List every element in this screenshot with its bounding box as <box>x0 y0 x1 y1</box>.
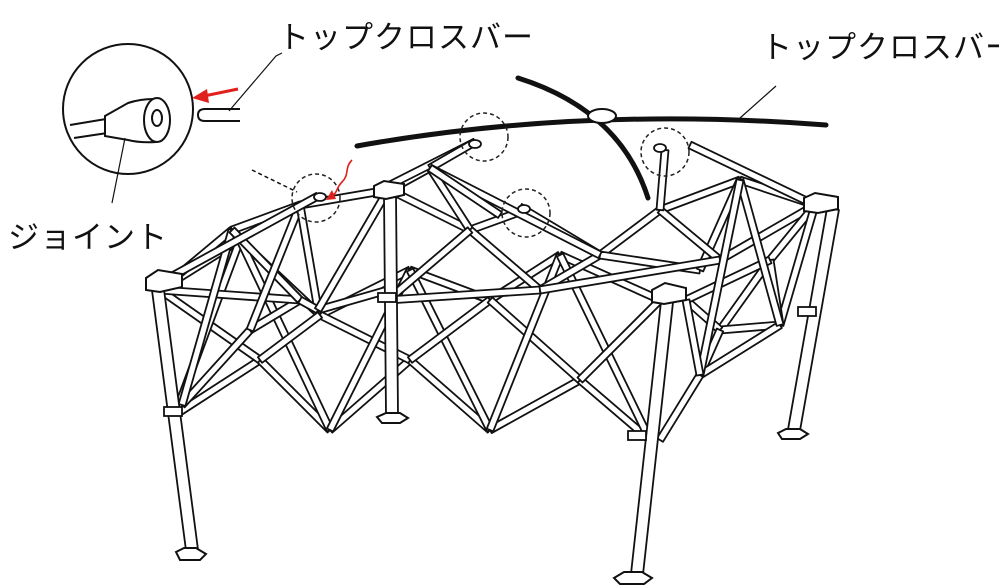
leg-sleeve <box>163 406 183 417</box>
scissor-beam <box>466 226 544 294</box>
joint-circle-1 <box>291 173 341 223</box>
leg <box>787 207 840 432</box>
corner-bracket-back-right <box>803 191 839 215</box>
scissor-beam <box>427 164 503 219</box>
scissor-beam <box>695 178 745 377</box>
detail-inset <box>62 43 298 193</box>
corner-brackets <box>145 179 839 306</box>
scissor-beam <box>681 298 705 377</box>
leg-sleeve <box>627 430 647 441</box>
foot-front-left <box>174 547 208 561</box>
foot-back-right <box>776 428 810 440</box>
corner-bracket-back-left <box>373 179 405 201</box>
leader-top-crossbar-main <box>739 85 777 119</box>
joint-circle-2 <box>459 112 509 162</box>
scissor-beam <box>687 140 818 210</box>
scissor-beam <box>538 255 722 295</box>
leg <box>383 195 399 415</box>
joint-circle-4 <box>640 127 690 177</box>
joint-circle-3 <box>501 188 551 238</box>
leg-sleeve <box>377 292 397 303</box>
scissor-beam <box>597 206 663 259</box>
crossbar-cross <box>515 75 651 201</box>
leader-joint <box>111 137 126 204</box>
foot-front-right <box>612 571 654 585</box>
crossbar-end <box>196 108 240 122</box>
leg-sleeve <box>797 306 817 317</box>
label-top-crossbar-inset: トップクロスバー <box>278 20 534 56</box>
label-top-crossbar-main: トップクロスバー <box>761 30 999 66</box>
corner-bracket-front-left <box>145 268 183 294</box>
leader-top-crossbar-inset <box>228 52 283 112</box>
frame-legs <box>151 195 840 576</box>
scissor-beam <box>406 356 494 434</box>
top-crossbars <box>354 75 829 201</box>
canopy-frame <box>156 137 820 444</box>
leg <box>151 288 199 552</box>
joint-highlight-circles <box>291 112 690 238</box>
corner-bracket-front-right <box>651 281 687 306</box>
detail-dashed-leader <box>251 169 298 193</box>
label-joint: ジョイント <box>8 220 168 256</box>
scissor-beam <box>162 192 321 284</box>
foot-back-left <box>375 412 410 424</box>
crossbar-long <box>354 116 829 149</box>
scissor-beam <box>257 311 323 364</box>
red-indicator-arrow <box>326 159 353 200</box>
joint-endpoints <box>313 139 667 214</box>
scissor-beam <box>655 148 670 212</box>
feet <box>174 412 810 585</box>
leader-lines <box>111 52 777 204</box>
scissor-beam <box>427 138 478 172</box>
insert-direction-arrow <box>192 87 239 103</box>
crossbar-center-hub <box>587 108 617 124</box>
